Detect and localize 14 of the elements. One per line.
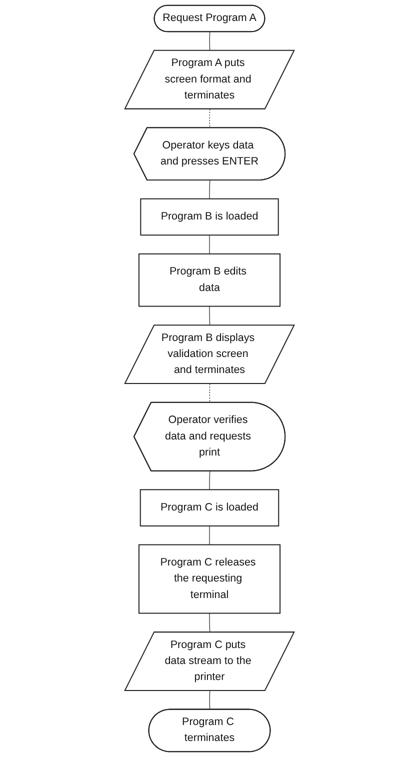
connector: [209, 32, 210, 52]
node-box: Program C releases the requesting terminal: [138, 544, 281, 614]
connector: [209, 384, 210, 404]
connector: [209, 234, 210, 254]
node-box: Program C is loaded: [140, 489, 280, 526]
connector: [209, 108, 210, 128]
connector: [209, 306, 210, 326]
connector: [209, 470, 210, 490]
connector: [209, 526, 210, 546]
node-box: Program B edits data: [138, 253, 281, 307]
connector: [209, 690, 210, 710]
connector: [209, 180, 210, 200]
node-box: Program B is loaded: [140, 198, 279, 236]
connector: [209, 612, 210, 633]
